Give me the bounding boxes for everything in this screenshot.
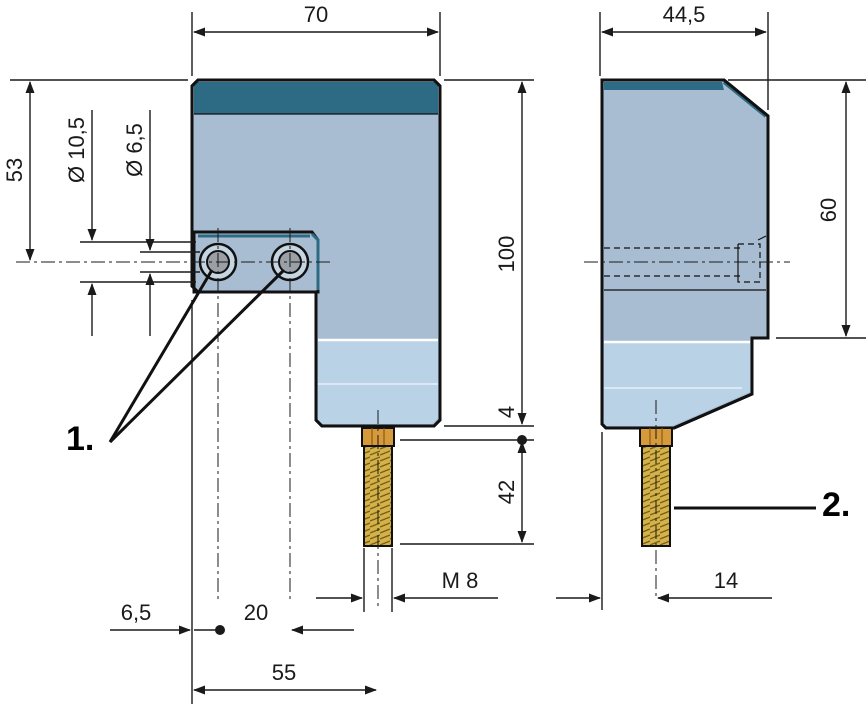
center-lines (16, 228, 790, 610)
dim-dot-gap (517, 435, 527, 445)
extension-lines (10, 12, 866, 704)
dim-width-44-5: 44,5 (663, 2, 706, 27)
dimension-lines (25, 27, 851, 695)
dim-width-70: 70 (304, 2, 328, 27)
dim-dot-pitch (215, 625, 225, 635)
dim-dia-6-5: Ø 6,5 (122, 123, 147, 177)
dim-height-53: 53 (2, 158, 27, 182)
side-top-band (604, 82, 724, 90)
dim-height-60: 60 (816, 198, 841, 222)
front-top-band (194, 82, 438, 114)
callout-1: 1. (66, 420, 94, 458)
front-view (190, 78, 442, 547)
front-lower-section (318, 340, 438, 424)
dim-pitch-20: 20 (244, 600, 268, 625)
dim-dia-10-5: Ø 10,5 (64, 117, 89, 183)
side-lower-section (604, 342, 750, 426)
dim-thread-42: 42 (494, 480, 519, 504)
dim-height-100: 100 (494, 236, 519, 273)
dim-thread-m8: M 8 (442, 568, 479, 593)
dim-gap-4: 4 (494, 406, 519, 418)
dim-side-14: 14 (714, 568, 738, 593)
callout-2: 2. (822, 486, 850, 524)
side-view (600, 78, 770, 547)
dim-offset-6-5: 6,5 (121, 600, 152, 625)
callout-leaders (108, 268, 816, 510)
dim-width-55: 55 (272, 660, 296, 685)
